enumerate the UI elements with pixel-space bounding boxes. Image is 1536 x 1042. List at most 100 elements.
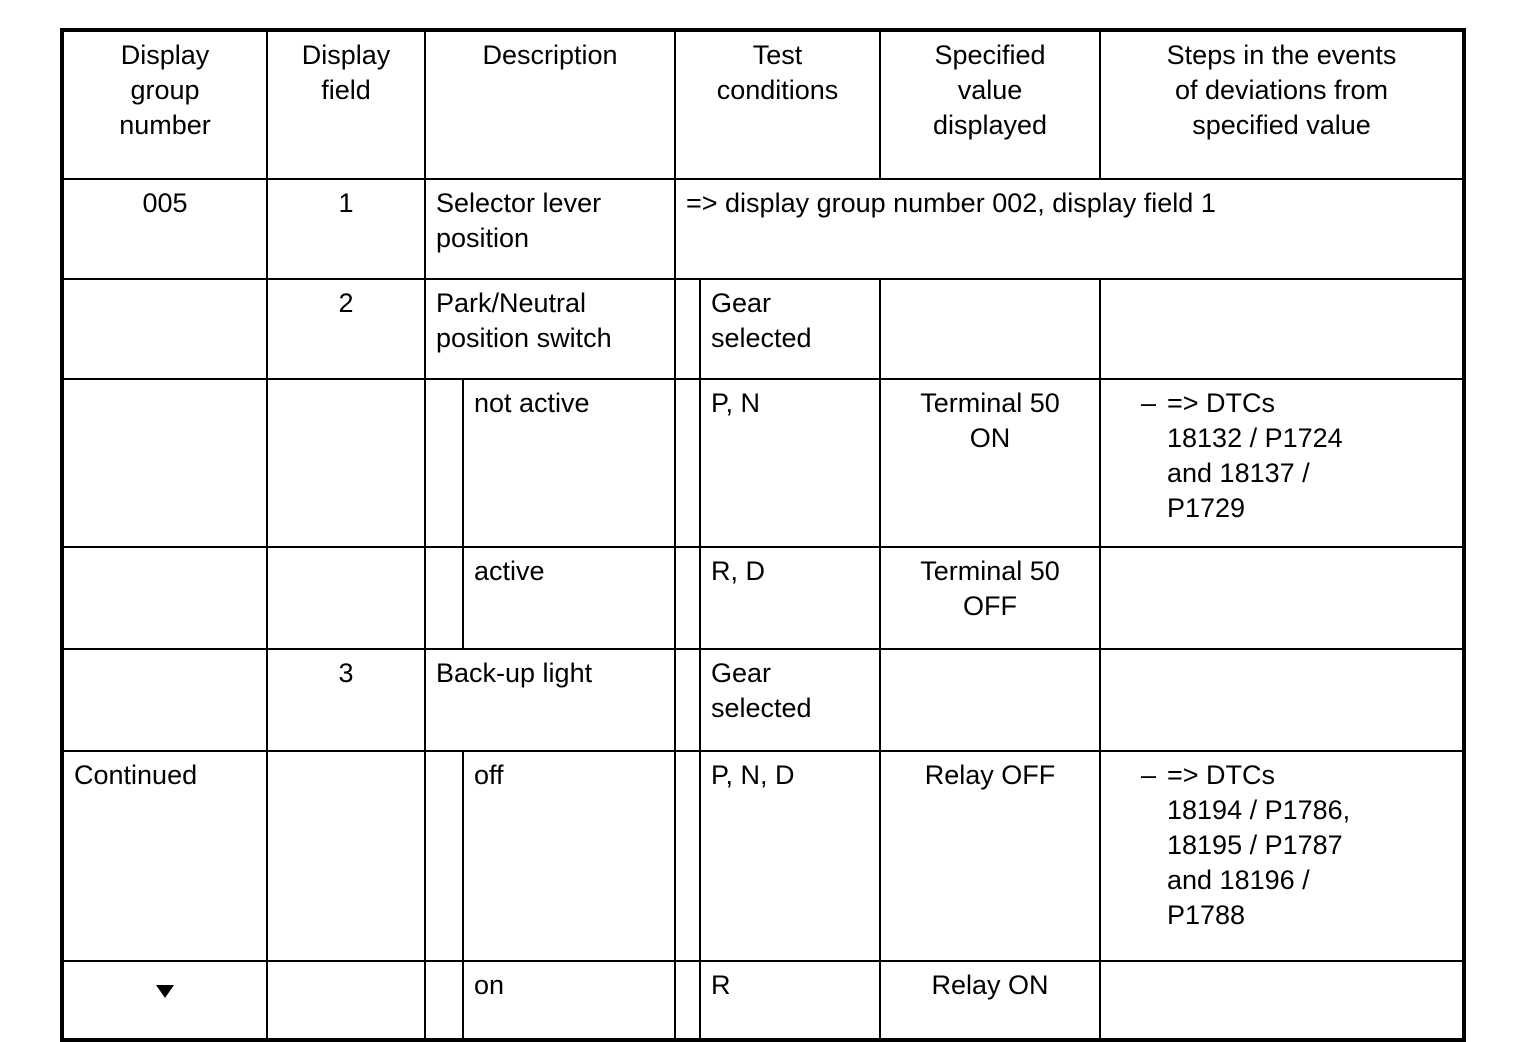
desc-line: Selector lever [436, 188, 602, 218]
steps-line: and 18137 / [1167, 458, 1310, 489]
steps-line: 18132 / P1724 [1167, 423, 1343, 454]
cell-display-field [266, 546, 426, 650]
header-line: Display [120, 40, 210, 70]
cell-test-indent-spacer [674, 278, 701, 380]
header-line: Display [301, 40, 391, 70]
spec-line: ON [969, 423, 1011, 454]
dash-marker: – [1141, 760, 1157, 790]
cell-display-group-number [61, 648, 268, 752]
cell-display-field [266, 960, 426, 1041]
cell-display-group-number [61, 960, 268, 1041]
cell-steps [1099, 960, 1465, 1041]
header-line: Description [482, 40, 618, 70]
cell-specified-value: Terminal 50 OFF [879, 546, 1101, 650]
spec-line: OFF [963, 591, 1017, 622]
table-row: active R, D Terminal 50 OFF [61, 546, 1465, 650]
table-header: Display group number Display field Descr… [61, 29, 1465, 180]
header-line: Steps in the events [1166, 40, 1397, 70]
header-line: value [957, 75, 1023, 106]
cell-description: active [462, 546, 676, 650]
cell-display-field: 3 [266, 648, 426, 752]
column-header-display-field: Display field [266, 29, 426, 180]
cell-display-field: 2 [266, 278, 426, 380]
test-line: selected [711, 323, 812, 354]
header-line: specified value [1192, 110, 1371, 141]
cell-display-group-number [61, 546, 268, 650]
steps-entry: – => DTCs 18132 / P1724 and 18137 / P172… [1111, 386, 1452, 526]
cell-description-indent-spacer [424, 960, 464, 1041]
cell-steps: – => DTCs 18132 / P1724 and 18137 / P172… [1099, 378, 1465, 548]
cell-spanned-reference-note: => display group number 002, display fie… [674, 178, 1465, 280]
header-line: Test [752, 40, 803, 70]
cell-description: not active [462, 378, 676, 548]
header-line: group [130, 75, 200, 106]
desc-line: position switch [436, 323, 612, 354]
header-line: field [321, 75, 371, 106]
steps-line: P1788 [1167, 900, 1246, 931]
table-row: 2 Park/Neutral position switch Gear sele… [61, 278, 1465, 380]
cell-specified-value [879, 278, 1101, 380]
table-row: on R Relay ON [61, 960, 1465, 1041]
cell-specified-value [879, 648, 1101, 752]
column-header-steps-deviations: Steps in the events of deviations from s… [1099, 29, 1465, 180]
cell-test-conditions: P, N, D [699, 750, 881, 962]
table-row: 005 1 Selector lever position => display… [61, 178, 1465, 280]
cell-display-group-number [61, 278, 268, 380]
header-line: conditions [716, 75, 839, 106]
steps-line: => DTCs [1167, 760, 1276, 790]
cell-test-indent-spacer [674, 750, 701, 962]
cell-test-conditions: Gear selected [699, 278, 881, 380]
header-line: displayed [932, 110, 1048, 141]
steps-line: => DTCs [1167, 388, 1276, 418]
down-triangle-icon [156, 985, 174, 999]
header-line: Specified [934, 40, 1046, 70]
cell-display-group-number [61, 378, 268, 548]
table-row: not active P, N Terminal 50 ON – => DTCs… [61, 378, 1465, 548]
cell-display-group-number: Continued [61, 750, 268, 962]
column-header-specified-value-displayed: Specified value displayed [879, 29, 1101, 180]
steps-line: and 18196 / [1167, 865, 1310, 896]
steps-line: P1729 [1167, 493, 1246, 524]
cell-steps [1099, 546, 1465, 650]
test-line: Gear [711, 658, 772, 688]
cell-test-indent-spacer [674, 546, 701, 650]
cell-display-field: 1 [266, 178, 426, 280]
steps-line: 18195 / P1787 [1167, 830, 1343, 861]
test-line: Gear [711, 288, 772, 318]
table-body: 005 1 Selector lever position => display… [61, 178, 1465, 1041]
cell-test-conditions: Gear selected [699, 648, 881, 752]
cell-display-group-number: 005 [61, 178, 268, 280]
steps-line: 18194 / P1786, [1167, 795, 1351, 826]
cell-description: on [462, 960, 676, 1041]
header-row: Display group number Display field Descr… [61, 29, 1465, 180]
table-row: Continued off P, N, D Relay OFF – => DTC… [61, 750, 1465, 962]
specification-table: Display group number Display field Descr… [60, 28, 1466, 1042]
cell-description: Park/Neutral position switch [424, 278, 676, 380]
desc-line: Park/Neutral [436, 288, 587, 318]
cell-steps [1099, 648, 1465, 752]
cell-description: Selector lever position [424, 178, 676, 280]
cell-test-conditions: R [699, 960, 881, 1041]
cell-description: off [462, 750, 676, 962]
cell-specified-value: Terminal 50 ON [879, 378, 1101, 548]
desc-line: position [436, 223, 530, 254]
column-header-test-conditions: Test conditions [674, 29, 881, 180]
cell-description-indent-spacer [424, 546, 464, 650]
dash-marker: – [1141, 388, 1157, 418]
table-row: 3 Back-up light Gear selected [61, 648, 1465, 752]
cell-specified-value: Relay ON [879, 960, 1101, 1041]
cell-test-conditions: P, N [699, 378, 881, 548]
spec-line: Terminal 50 [920, 556, 1060, 586]
cell-steps: – => DTCs 18194 / P1786, 18195 / P1787 a… [1099, 750, 1465, 962]
cell-description-indent-spacer [424, 378, 464, 548]
cell-display-field [266, 378, 426, 548]
header-line: of deviations from [1174, 75, 1389, 106]
column-header-display-group-number: Display group number [61, 29, 268, 180]
cell-test-conditions: R, D [699, 546, 881, 650]
cell-steps [1099, 278, 1465, 380]
column-header-description: Description [424, 29, 676, 180]
cell-display-field [266, 750, 426, 962]
cell-description: Back-up light [424, 648, 676, 752]
header-line: number [119, 110, 211, 141]
cell-test-indent-spacer [674, 648, 701, 752]
